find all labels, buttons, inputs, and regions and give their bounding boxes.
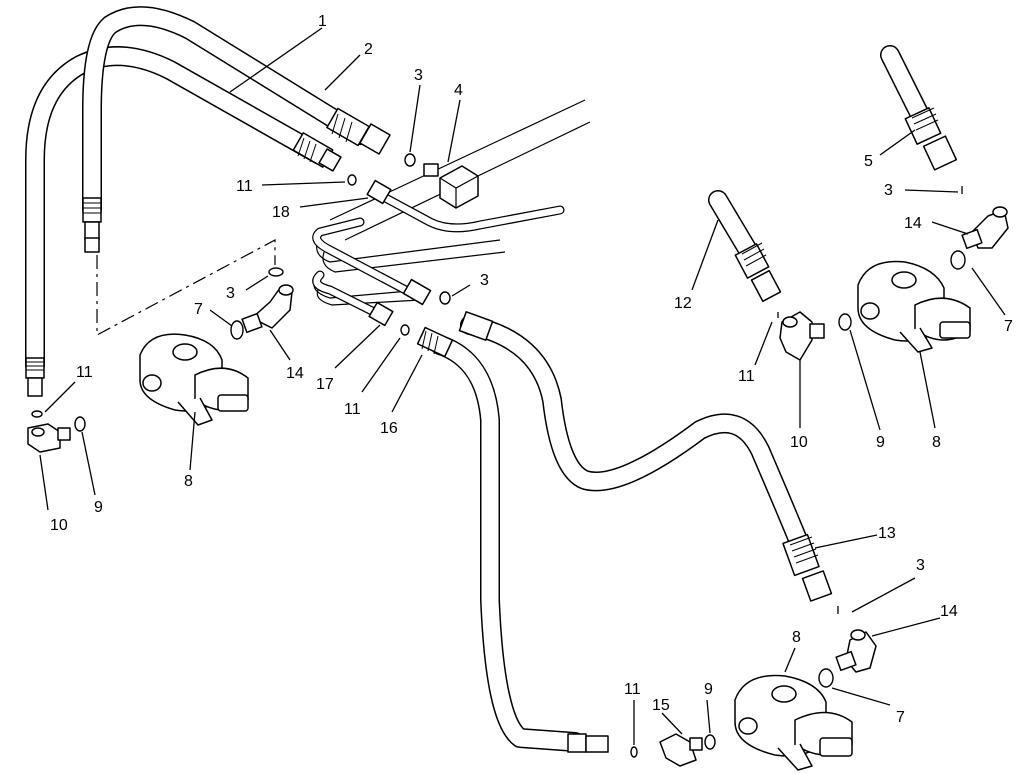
callout-7: 7	[1004, 318, 1013, 335]
callout-11: 11	[76, 364, 93, 381]
callout-14: 14	[904, 215, 922, 232]
callout-8: 8	[932, 434, 941, 451]
hose-13	[458, 311, 833, 602]
callouts: 1 2 3 4 5 3 14 7 11 18 3 7 14 3 17 11 16…	[50, 13, 1013, 726]
hose-1-fitting	[292, 132, 342, 172]
hose-5	[880, 45, 958, 171]
manifold-block	[423, 163, 479, 209]
hose-2-bottom-fitting	[82, 197, 102, 253]
elbow-14-right-lower	[835, 629, 877, 673]
callout-13: 13	[878, 525, 896, 542]
callout-11: 11	[738, 368, 755, 385]
callout-14: 14	[286, 365, 304, 382]
elbow-10-left	[27, 423, 71, 453]
callout-15: 15	[652, 697, 670, 714]
callout-17: 17	[316, 376, 334, 393]
callout-11: 11	[236, 178, 253, 195]
callout-7: 7	[896, 709, 905, 726]
callout-14: 14	[940, 603, 958, 620]
callout-12: 12	[674, 295, 692, 312]
tube-18	[366, 179, 565, 233]
callout-10: 10	[50, 517, 68, 534]
callout-10: 10	[790, 434, 808, 451]
callout-9: 9	[876, 434, 885, 451]
callout-2: 2	[364, 41, 373, 58]
callout-7: 7	[194, 301, 203, 318]
elbow-10-right	[779, 311, 825, 361]
callout-4: 4	[454, 82, 463, 99]
elbow-15	[659, 733, 703, 767]
elbow-14-left	[241, 284, 294, 334]
callout-11: 11	[624, 681, 641, 698]
hose-12	[708, 190, 782, 303]
hose-2	[82, 6, 370, 220]
callout-8: 8	[184, 473, 193, 490]
callout-18: 18	[272, 204, 290, 221]
hose-2-fitting	[326, 107, 391, 155]
callout-8: 8	[792, 629, 801, 646]
callout-9: 9	[94, 499, 103, 516]
callout-3: 3	[414, 67, 423, 84]
hose-1-bottom-fitting	[25, 357, 45, 397]
callout-1: 1	[318, 13, 327, 30]
callout-3: 3	[226, 285, 235, 302]
pump-left	[139, 333, 249, 426]
callout-9: 9	[704, 681, 713, 698]
callout-3: 3	[916, 557, 925, 574]
callout-3: 3	[884, 182, 893, 199]
alignment-line-left	[96, 238, 276, 337]
hose-1	[25, 46, 330, 375]
o-rings	[31, 153, 966, 758]
hose-16	[416, 326, 609, 753]
leader-lines	[39, 27, 1006, 745]
callout-5: 5	[864, 153, 873, 170]
tube-17	[312, 217, 432, 327]
pump-right-upper	[857, 260, 971, 353]
callout-3: 3	[480, 272, 489, 289]
callout-16: 16	[380, 420, 398, 437]
callout-11: 11	[344, 401, 361, 418]
elbow-14-right-upper	[961, 206, 1009, 250]
pump-right-lower	[734, 674, 853, 771]
